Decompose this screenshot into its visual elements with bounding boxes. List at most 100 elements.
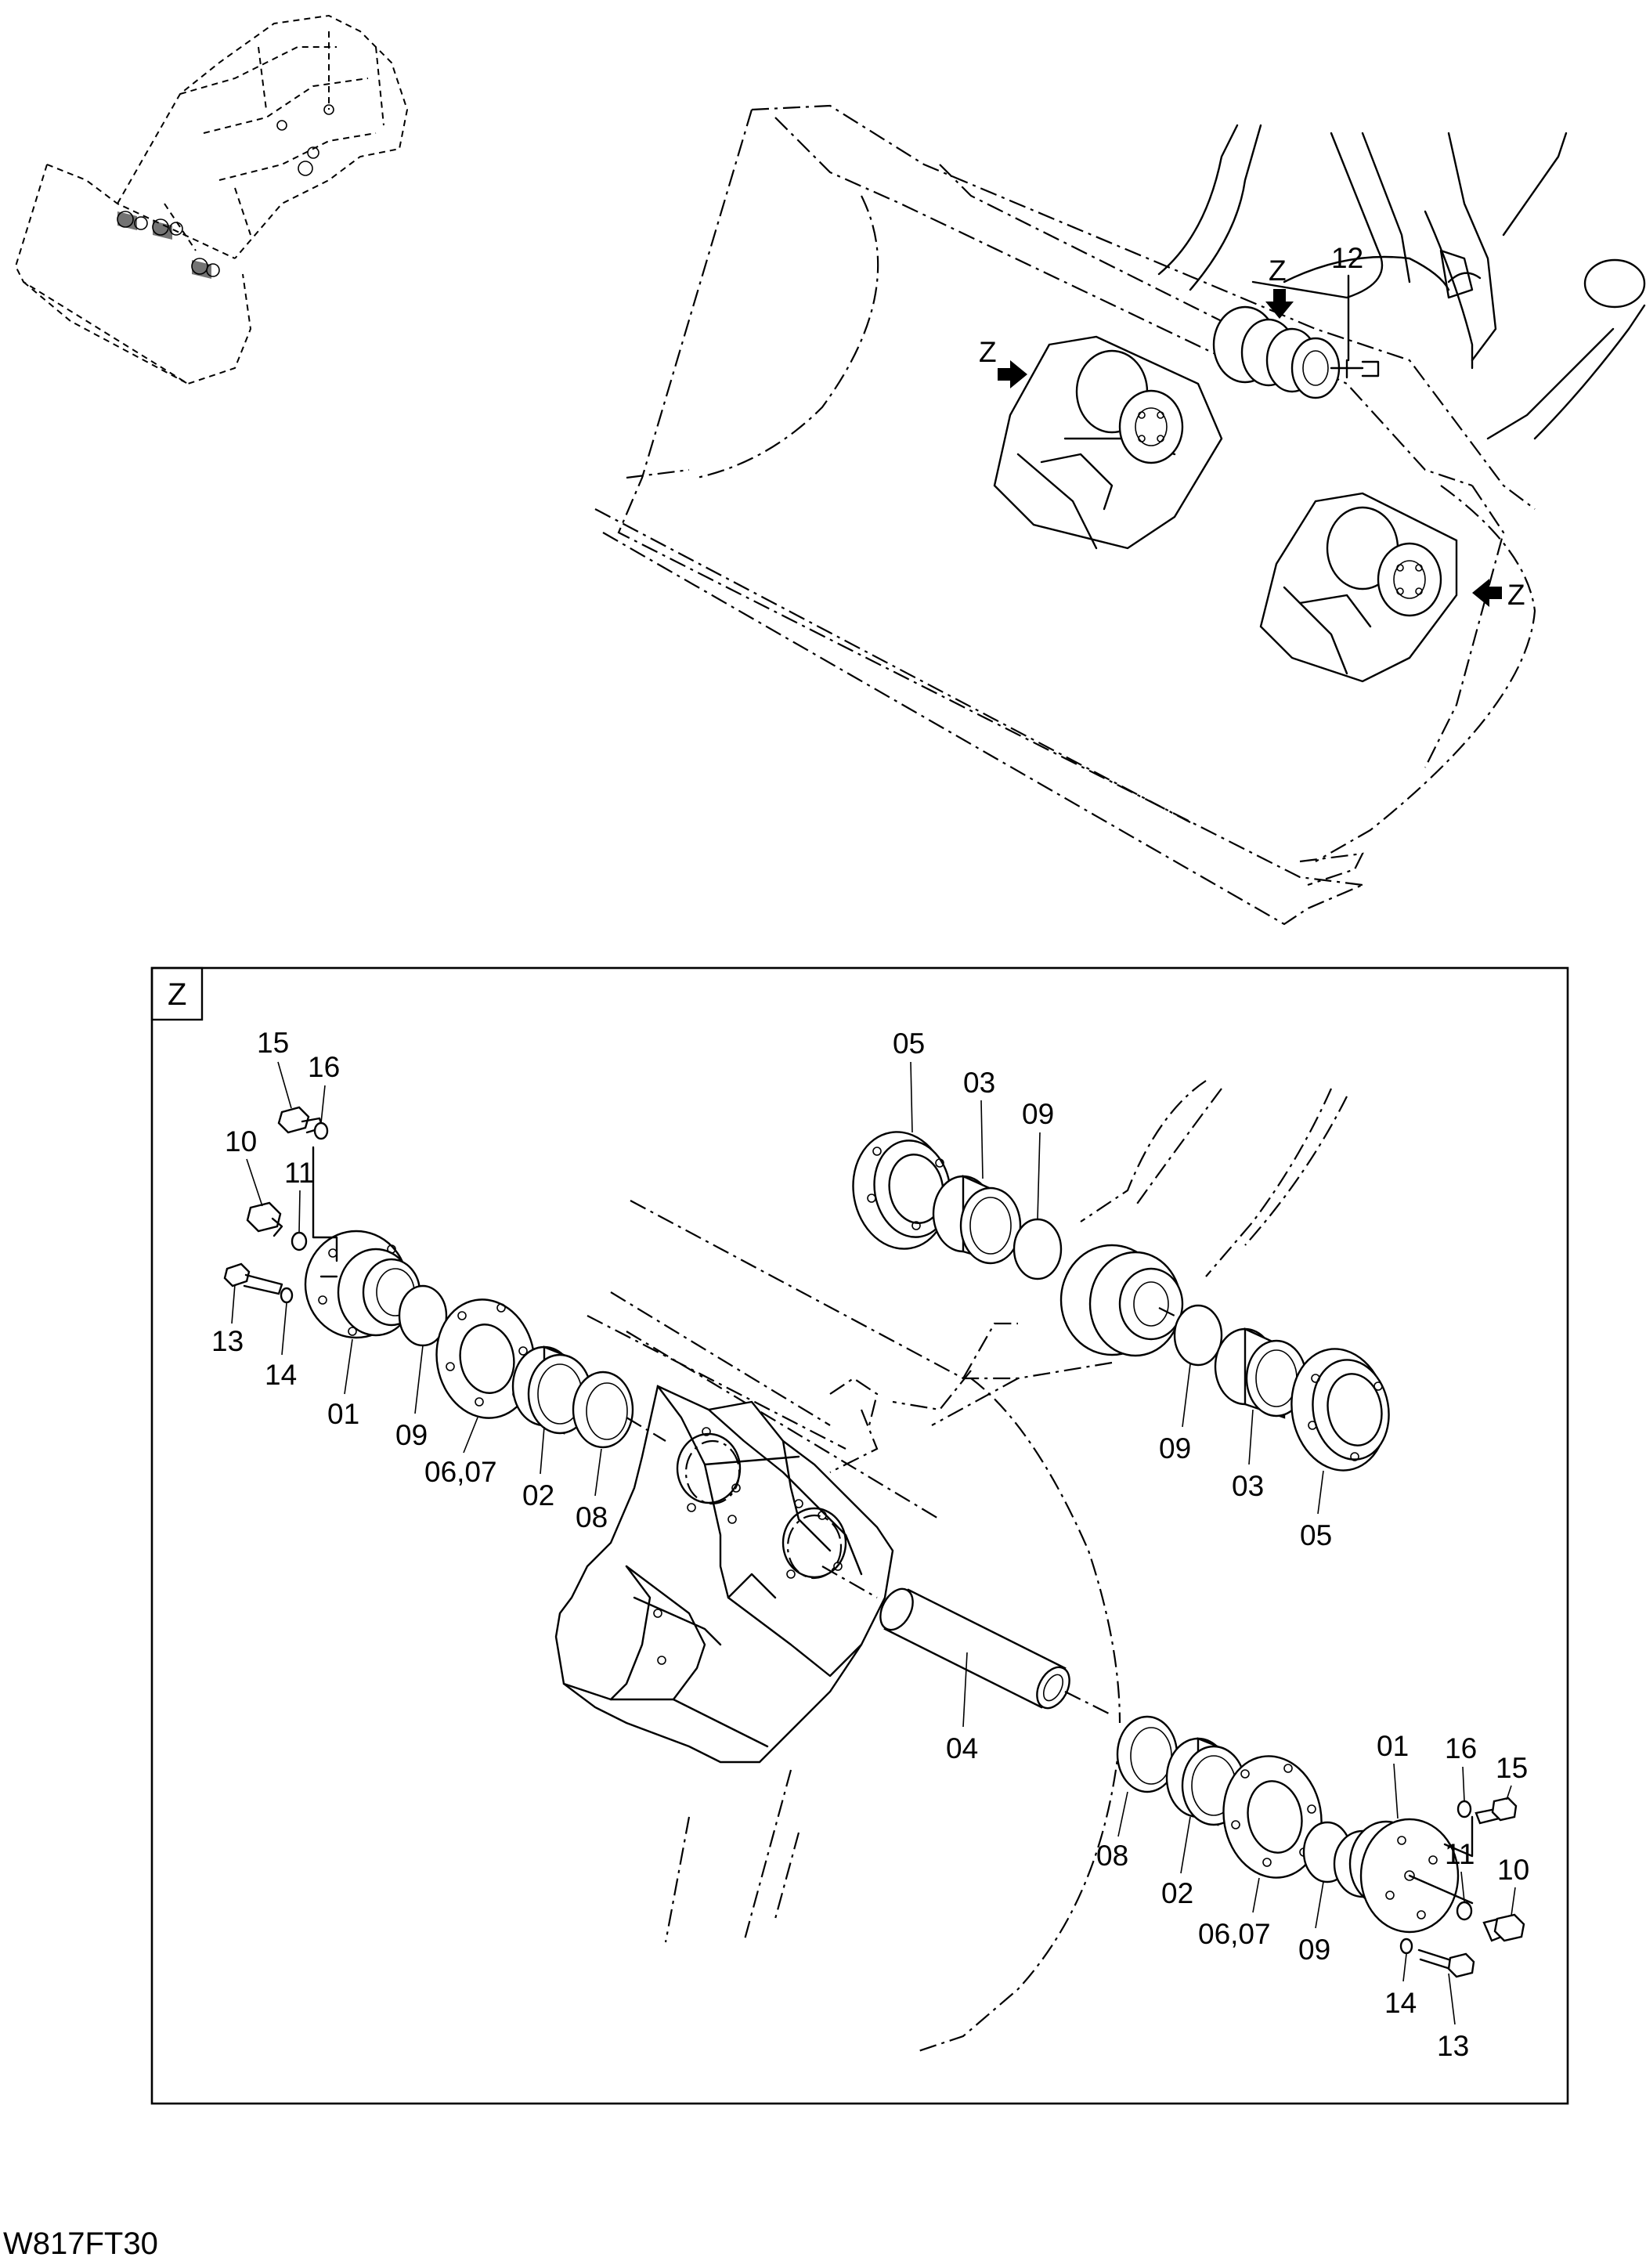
bolt-10-left [246, 1201, 283, 1237]
callout-left-10: 10 [225, 1125, 263, 1207]
callout-label: 01 [327, 1398, 359, 1430]
part-0607-left [435, 1298, 536, 1419]
detail-z-frame: Z [150, 966, 1569, 2105]
part-08-left [572, 1371, 634, 1449]
washer-11-right [1456, 1901, 1473, 1921]
loader-thumbnail [14, 14, 409, 385]
part-03-mid [1214, 1327, 1308, 1419]
upper-pin-assembly [1212, 305, 1380, 399]
washer-16-right [1456, 1800, 1472, 1818]
callout-label: 14 [265, 1359, 297, 1391]
callout-label: 14 [1384, 1987, 1417, 2019]
callout-right-11: 11 [1445, 1838, 1475, 1902]
pin-04 [821, 1566, 1113, 1716]
washer-16-left [313, 1121, 329, 1140]
view-arrow-right: Z [1472, 579, 1525, 611]
callout-right-14: 14 [1384, 1953, 1417, 2019]
callout-right-15: 15 [1496, 1752, 1528, 1800]
bolt-13-right [1417, 1948, 1475, 1978]
callout-right-10: 10 [1497, 1854, 1529, 1916]
view-arrow-label: Z [1507, 579, 1525, 611]
callout-pin-04: 04 [946, 1652, 978, 1764]
callout-label: 08 [576, 1501, 608, 1533]
view-arrow-top: Z [1265, 255, 1294, 319]
callout-right-16: 16 [1445, 1732, 1477, 1802]
callout-label: 09 [1298, 1934, 1330, 1966]
callout-12: 12 [1331, 242, 1363, 362]
callout-left-15: 15 [257, 1027, 292, 1109]
detail-bracket [554, 1385, 894, 1764]
washer-11-left [291, 1231, 308, 1251]
callout-left-0607: 06,07 [424, 1417, 497, 1488]
callout-label: 16 [1445, 1732, 1477, 1764]
axis-line [626, 1417, 666, 1442]
drawing-code: W817FT30 [3, 2226, 158, 2261]
callout-label: 15 [1496, 1752, 1528, 1784]
bolt-15-right [1475, 1797, 1518, 1825]
callout-label: 02 [522, 1479, 554, 1511]
callout-label: 11 [1445, 1838, 1475, 1870]
callout-left-16: 16 [308, 1051, 340, 1124]
view-arrow-label: Z [1269, 255, 1287, 287]
callout-label: 05 [1300, 1519, 1332, 1551]
callout-mid-09: 09 [1159, 1363, 1191, 1464]
callout-label: 16 [308, 1051, 340, 1083]
callout-label: 08 [1096, 1840, 1128, 1872]
callout-label: 13 [1437, 2030, 1469, 2062]
callout-right-01: 01 [1377, 1730, 1409, 1819]
callout-left-14: 14 [265, 1302, 297, 1391]
part-09-mid [1173, 1304, 1223, 1367]
callout-left-09: 09 [395, 1345, 428, 1451]
bolt-10-right [1482, 1913, 1525, 1942]
part-03-top [932, 1175, 1022, 1265]
callout-label: 02 [1161, 1877, 1193, 1909]
bucket-overview: Z Z Z 12 [594, 104, 1646, 926]
callout-label: 10 [1497, 1854, 1529, 1886]
callout-right-02: 02 [1161, 1816, 1193, 1909]
bolt-13-left [223, 1262, 283, 1295]
view-arrow-label: Z [979, 336, 997, 368]
right-ear-bracket [1259, 492, 1458, 683]
callout-label: 09 [1022, 1098, 1054, 1130]
callout-label: 12 [1331, 242, 1363, 274]
callout-label: 05 [893, 1027, 925, 1060]
callout-left-13: 13 [211, 1284, 244, 1357]
callout-left-01: 01 [327, 1338, 359, 1430]
callout-left-08: 08 [576, 1448, 608, 1533]
callout-label: 06,07 [1198, 1918, 1271, 1950]
callout-mid-05: 05 [1300, 1470, 1332, 1551]
part-01-right [1333, 1815, 1474, 1934]
callout-mid-03: 03 [1232, 1409, 1264, 1502]
callout-right-13: 13 [1437, 1973, 1469, 2062]
part-0607-right [1222, 1755, 1323, 1879]
callout-left-02: 02 [522, 1426, 554, 1511]
callout-label: 03 [1232, 1470, 1264, 1502]
callout-top-05: 05 [893, 1027, 925, 1133]
callout-top-09: 09 [1022, 1098, 1054, 1220]
view-arrow-left: Z [979, 336, 1027, 388]
callout-top-03: 03 [963, 1067, 995, 1179]
left-ear-bracket [993, 335, 1223, 550]
callout-label: 10 [225, 1125, 257, 1157]
callout-right-09: 09 [1298, 1881, 1330, 1966]
part-05-mid [1290, 1348, 1390, 1472]
callout-label: 13 [211, 1325, 244, 1357]
washer-14-right [1399, 1938, 1413, 1955]
callout-label: 01 [1377, 1730, 1409, 1762]
callout-label: 06,07 [424, 1456, 497, 1488]
link-eye-boss [1017, 1244, 1207, 1380]
callout-label: 09 [1159, 1432, 1191, 1464]
part-09-top [1013, 1218, 1063, 1280]
callout-label: 03 [963, 1067, 995, 1099]
callout-left-11: 11 [284, 1157, 314, 1233]
washer-14-left [280, 1287, 294, 1304]
detail-structure [587, 1080, 1348, 2053]
callout-label: 11 [284, 1157, 314, 1189]
callout-right-08: 08 [1096, 1791, 1128, 1872]
callout-right-0607: 06,07 [1198, 1877, 1271, 1950]
detail-view-label: Z [168, 977, 186, 1012]
callout-label: 09 [395, 1419, 428, 1451]
callout-label: 04 [946, 1732, 978, 1764]
callout-label: 15 [257, 1027, 289, 1059]
